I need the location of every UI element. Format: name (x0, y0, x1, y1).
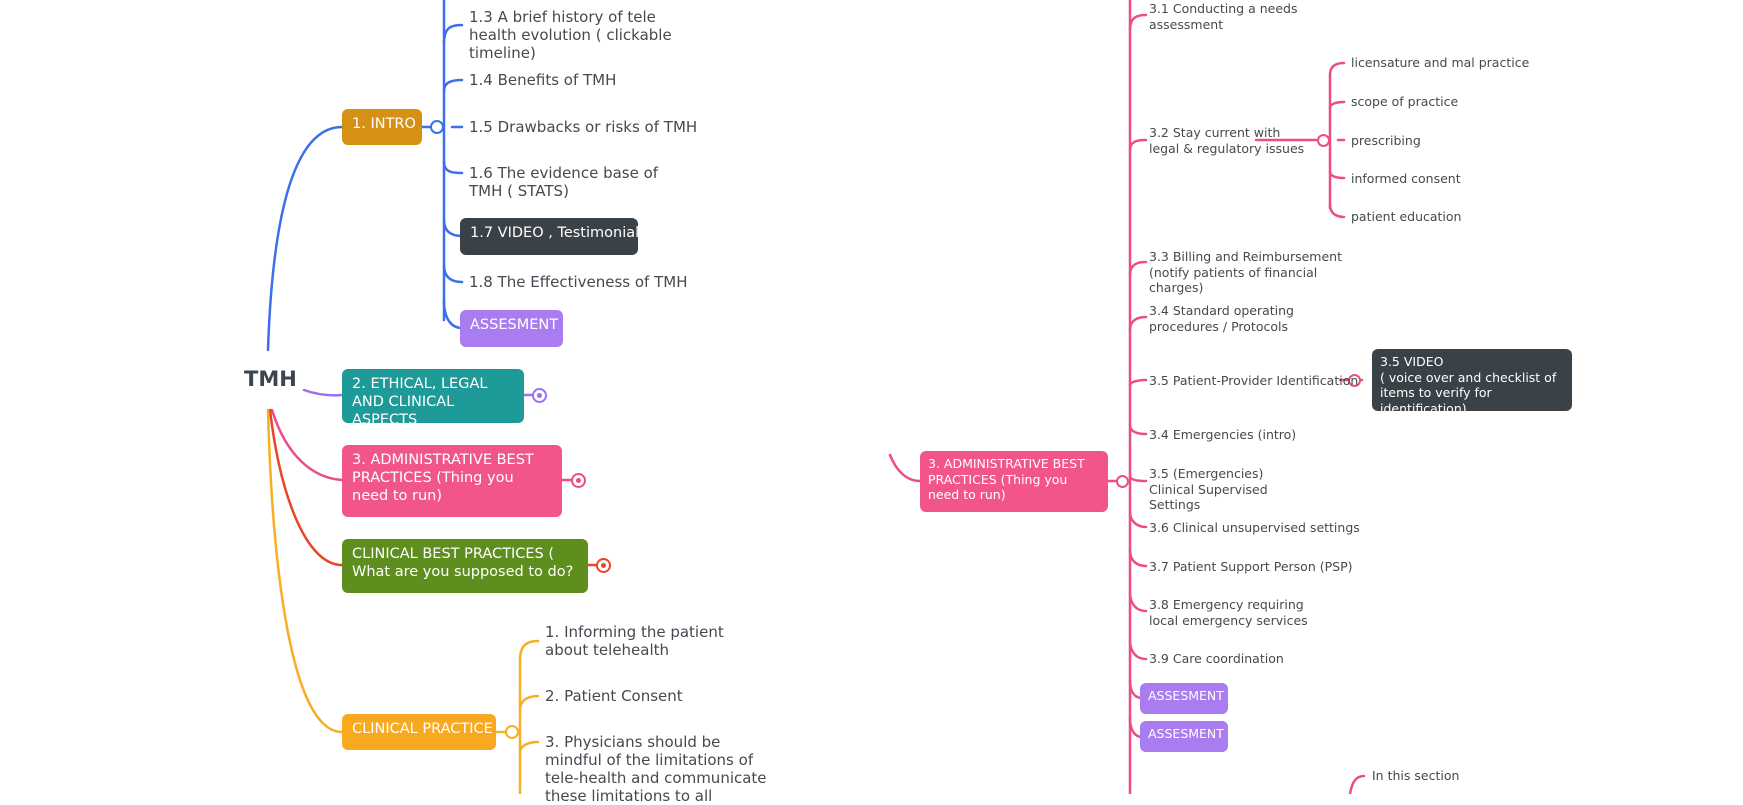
right-item-local-emergency[interactable]: 3.8 Emergency requiring local emergency … (1149, 597, 1308, 628)
line-r32 (1128, 138, 1148, 152)
line-r39 (1128, 638, 1148, 661)
line-r34a (1128, 315, 1148, 332)
right-video-box[interactable]: 3.5 VIDEO ( voice over and checklist of … (1372, 349, 1572, 416)
legal-item-scope[interactable]: scope of practice (1351, 94, 1459, 109)
root-topic-title[interactable]: TMH (244, 367, 297, 391)
branch-admin[interactable]: 3. ADMINISTRATIVE BEST PRACTICES (Thing … (342, 445, 562, 517)
line-intro-17 (442, 218, 464, 238)
line-r31 (1128, 13, 1148, 32)
branch-ethical[interactable]: 2. ETHICAL, LEGAL AND CLINICAL ASPECTS (342, 369, 524, 428)
right-item-billing[interactable]: 3.3 Billing and Reimbursement (notify pa… (1149, 249, 1342, 295)
admin-knob-dot (576, 478, 581, 483)
practice-collapse-knob[interactable] (505, 725, 519, 739)
branch-clinical-practice[interactable]: CLINICAL PRACTICE (342, 714, 496, 750)
legal-item-licensure[interactable]: licensature and mal practice (1351, 55, 1530, 70)
line-r37 (1128, 548, 1148, 568)
practice-item-limitations[interactable]: 3. Physicians should be mindful of the l… (545, 733, 767, 805)
right-assessment-2[interactable]: ASSESMENT (1140, 721, 1228, 752)
intro-item-history[interactable]: 1.3 A brief history of tele health evolu… (469, 8, 672, 62)
right-item-identification[interactable]: 3.5 Patient-Provider Identification (1149, 373, 1359, 388)
line-r33 (1128, 260, 1148, 277)
line-intro-14 (442, 78, 464, 93)
intro-collapse-knob[interactable] (430, 120, 444, 134)
clinical-best-knob-dot (601, 563, 606, 568)
legal-item-consent[interactable]: informed consent (1351, 171, 1461, 186)
line-r34b (1128, 423, 1148, 436)
branch-intro[interactable]: 1. INTRO (342, 109, 422, 145)
line-legal-1 (1328, 61, 1346, 77)
line-right-incoming (888, 453, 922, 483)
intro-item-effectiveness[interactable]: 1.8 The Effectiveness of TMH (469, 273, 688, 291)
line-legal-4 (1328, 170, 1346, 180)
intro-item-video[interactable]: 1.7 VIDEO , Testimonials (460, 218, 647, 255)
line-r38 (1128, 590, 1148, 613)
line-in-section (1348, 774, 1366, 794)
line-root-intro (266, 125, 344, 352)
intro-item-benefits[interactable]: 1.4 Benefits of TMH (469, 71, 617, 89)
intro-item-assessment[interactable]: ASSESMENT (460, 310, 563, 347)
right-item-needs-assessment[interactable]: 3.1 Conducting a needs assessment (1149, 1, 1298, 32)
video-collapse-knob[interactable] (1348, 374, 1361, 387)
ethical-knob-dot (537, 393, 542, 398)
right-item-psp[interactable]: 3.7 Patient Support Person (PSP) (1149, 559, 1353, 574)
line-intro-16 (442, 160, 464, 175)
line-r35b (1128, 474, 1148, 483)
right-item-supervised[interactable]: 3.5 (Emergencies) Clinical Supervised Se… (1149, 466, 1268, 512)
intro-item-drawbacks[interactable]: 1.5 Drawbacks or risks of TMH (469, 118, 698, 136)
practice-item-informing[interactable]: 1. Informing the patient about telehealt… (545, 623, 724, 659)
practice-item-consent[interactable]: 2. Patient Consent (545, 687, 683, 705)
line-legal-2 (1328, 100, 1346, 110)
legal-item-education[interactable]: patient education (1351, 209, 1462, 224)
line-practice-1 (518, 639, 540, 662)
right-item-sop[interactable]: 3.4 Standard operating procedures / Prot… (1149, 303, 1294, 334)
right-item-legal-regulatory[interactable]: 3.2 Stay current with legal & regulatory… (1149, 125, 1305, 156)
line-practice-2 (518, 694, 540, 712)
legal-collapse-knob[interactable] (1317, 134, 1330, 147)
intro-item-evidence[interactable]: 1.6 The evidence base of TMH ( STATS) (469, 164, 659, 200)
right-item-unsupervised[interactable]: 3.6 Clinical unsupervised settings (1149, 520, 1360, 535)
line-intro-13 (442, 23, 464, 46)
line-root-ethical (302, 388, 344, 397)
line-intro-18 (442, 263, 464, 284)
right-item-in-section[interactable]: In this section (1372, 768, 1460, 783)
line-root-admin (270, 408, 344, 482)
line-r36 (1128, 510, 1148, 529)
right-item-care-coordination[interactable]: 3.9 Care coordination (1149, 651, 1284, 666)
right-item-emergencies-intro[interactable]: 3.4 Emergencies (intro) (1149, 427, 1297, 442)
right-admin-collapse-knob[interactable] (1116, 475, 1129, 488)
line-practice-3 (518, 740, 540, 754)
legal-item-prescribing[interactable]: prescribing (1351, 133, 1421, 148)
line-root-clinical-practice (266, 408, 344, 734)
right-assessment-1[interactable]: ASSESMENT (1140, 683, 1228, 714)
right-branch-admin[interactable]: 3. ADMINISTRATIVE BEST PRACTICES (Thing … (920, 451, 1108, 512)
line-intro-assess (442, 298, 464, 330)
line-root-clinical-best (268, 408, 344, 567)
branch-clinical-best[interactable]: CLINICAL BEST PRACTICES ( What are you s… (342, 539, 588, 593)
line-legal-5 (1328, 203, 1346, 219)
line-r35a (1128, 378, 1148, 387)
